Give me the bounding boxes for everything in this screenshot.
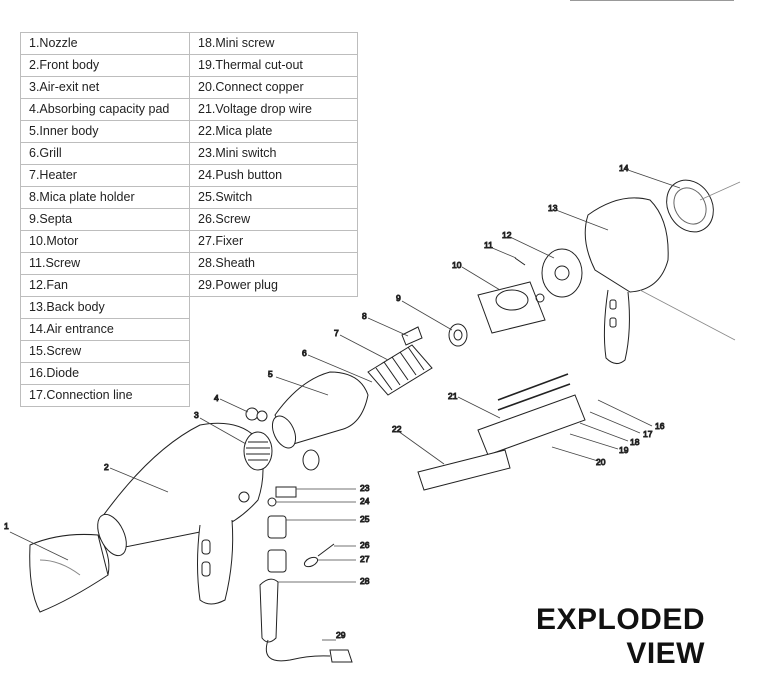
fan-part bbox=[541, 248, 583, 298]
callout-29: 29 bbox=[336, 630, 346, 640]
callout-5: 5 bbox=[268, 369, 273, 379]
callout-1: 1 bbox=[4, 521, 9, 531]
power-plug-part bbox=[329, 649, 353, 663]
part-label-left: 14.Air entrance bbox=[20, 318, 190, 341]
nozzle-part bbox=[29, 533, 110, 613]
callout-20: 20 bbox=[596, 457, 606, 467]
part-label-left: 17.Connection line bbox=[20, 384, 190, 407]
mini-switch-part bbox=[275, 486, 297, 498]
part-label-right: 26.Screw bbox=[189, 208, 358, 231]
callout-6: 6 bbox=[302, 348, 307, 358]
callout-11: 11 bbox=[484, 240, 493, 250]
mica-plate-holder-part bbox=[401, 326, 423, 346]
power-cord-part bbox=[265, 639, 331, 662]
callout-25: 25 bbox=[360, 514, 370, 524]
part-label-left: 16.Diode bbox=[20, 362, 190, 385]
air-exit-net-part bbox=[243, 431, 273, 471]
callout-27: 27 bbox=[360, 554, 370, 564]
exploded-view-title: EXPLODED VIEW bbox=[536, 603, 705, 671]
callout-17: 17 bbox=[643, 429, 653, 439]
part-label-left: 7.Heater bbox=[20, 164, 190, 187]
part-label-left: 3.Air-exit net bbox=[20, 76, 190, 99]
screw-11-part bbox=[514, 257, 526, 266]
callout-4: 4 bbox=[214, 393, 219, 403]
callout-10: 10 bbox=[452, 260, 462, 270]
callout-3: 3 bbox=[194, 410, 199, 420]
parts-table-row: 14.Air entrance bbox=[20, 318, 358, 341]
leader-lines bbox=[9, 169, 741, 641]
switch-lower-part bbox=[267, 549, 287, 573]
back-body-part bbox=[584, 197, 669, 364]
sheath-part bbox=[259, 578, 279, 643]
part-label-left: 2.Front body bbox=[20, 54, 190, 77]
callout-9: 9 bbox=[396, 293, 401, 303]
part-label-right: 21.Voltage drop wire bbox=[189, 98, 358, 121]
callout-12: 12 bbox=[502, 230, 512, 240]
absorbing-pad-part bbox=[245, 407, 268, 422]
part-label-right: 19.Thermal cut-out bbox=[189, 54, 358, 77]
callout-14: 14 bbox=[619, 163, 629, 173]
air-entrance-part bbox=[666, 179, 714, 233]
callout-labels: 1 2 3 4 5 6 7 8 9 10 11 12 13 14 16 17 1… bbox=[4, 163, 666, 641]
switch-part bbox=[267, 515, 287, 539]
grill-part bbox=[302, 449, 320, 471]
fixer-part bbox=[303, 556, 319, 568]
heater-part bbox=[367, 344, 433, 396]
part-label-right: 23.Mini switch bbox=[189, 142, 358, 165]
top-rule bbox=[570, 0, 734, 1]
title-line-2: VIEW bbox=[626, 637, 705, 670]
callout-13: 13 bbox=[548, 203, 558, 213]
screw-26-part bbox=[317, 543, 335, 557]
parts-table-row: 17.Connection line bbox=[20, 384, 358, 407]
septa-part bbox=[448, 323, 468, 347]
callout-2: 2 bbox=[104, 462, 109, 472]
part-label-left: 9.Septa bbox=[20, 208, 190, 231]
part-label-left: 5.Inner body bbox=[20, 120, 190, 143]
inner-body-part bbox=[271, 371, 369, 449]
callout-23: 23 bbox=[360, 483, 370, 493]
callout-24: 24 bbox=[360, 496, 370, 506]
heater-board-part bbox=[417, 373, 586, 491]
callout-18: 18 bbox=[630, 437, 640, 447]
part-label-left: 12.Fan bbox=[20, 274, 190, 297]
callout-21: 21 bbox=[448, 391, 458, 401]
parts-table-row: 16.Diode bbox=[20, 362, 358, 385]
part-label-left: 8.Mica plate holder bbox=[20, 186, 190, 209]
callout-22: 22 bbox=[392, 424, 402, 434]
callout-16: 16 bbox=[655, 421, 665, 431]
title-line-1: EXPLODED bbox=[535, 603, 705, 636]
part-label-left: 10.Motor bbox=[20, 230, 190, 253]
push-button-part bbox=[267, 497, 277, 507]
motor-part bbox=[477, 281, 546, 334]
callout-28: 28 bbox=[360, 576, 370, 586]
callout-19: 19 bbox=[619, 445, 629, 455]
part-label-left: 11.Screw bbox=[20, 252, 190, 275]
callout-26: 26 bbox=[360, 540, 370, 550]
part-label-right: 29.Power plug bbox=[189, 274, 358, 297]
callout-7: 7 bbox=[334, 328, 339, 338]
front-body-part bbox=[97, 422, 264, 605]
callout-8: 8 bbox=[362, 311, 367, 321]
part-label-right: 18.Mini screw bbox=[189, 32, 358, 55]
